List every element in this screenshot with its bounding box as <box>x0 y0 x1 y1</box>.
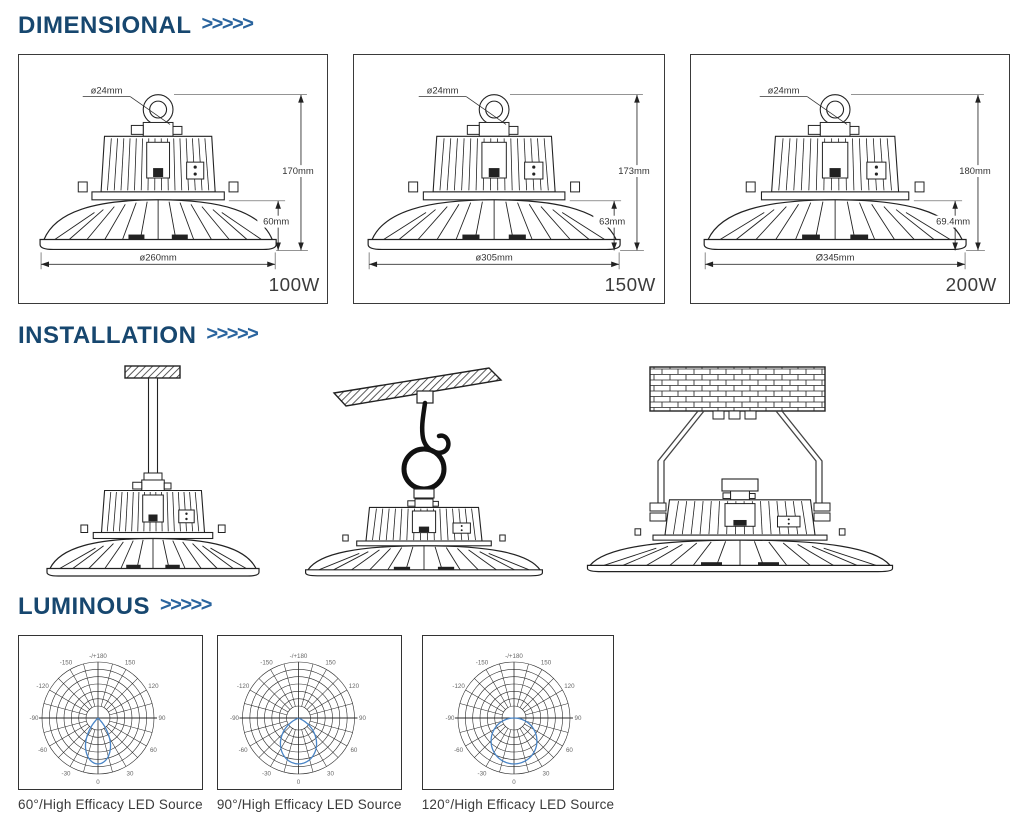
wattage-label: 200W <box>946 274 997 295</box>
installation-hook-mount-drawing <box>305 367 543 577</box>
svg-text:60: 60 <box>566 747 573 754</box>
svg-text:120: 120 <box>349 683 360 690</box>
dimensional-drawing-100w: ø24mm 170mm 60mm ø260mm 100W <box>18 53 328 304</box>
polar-diagram-box: -/+180 150 120 90 60 30 0 -30 -60 -90 -120 -150 <box>421 634 615 790</box>
dimensional-drawing-150w-svg: ø24mm 173mm 63mm ø305mm 150W <box>367 84 656 295</box>
installation-drawings-row <box>18 363 1010 583</box>
body-diameter-label: ø260mm <box>140 251 177 262</box>
polar-diagram-box: -/+180 150 120 90 60 30 0 -30 -60 -90 -120 -150 <box>18 634 203 790</box>
body-height-label: 60mm <box>263 215 289 226</box>
chevrons-icon: >>>>> <box>201 13 254 36</box>
svg-text:0: 0 <box>512 779 516 786</box>
svg-text:30: 30 <box>542 770 549 777</box>
dimensional-heading: DIMENSIONAL >>>>> <box>18 12 1010 40</box>
svg-text:-120: -120 <box>237 683 250 690</box>
installation-heading: INSTALLATION >>>>> <box>18 322 1010 350</box>
svg-text:60: 60 <box>150 747 157 754</box>
svg-text:-/+180: -/+180 <box>89 653 107 660</box>
luminous-chart-120: -/+180 150 120 90 60 30 0 -30 -60 -90 -120 -150 120… <box>421 634 615 812</box>
svg-text:-90: -90 <box>30 715 40 722</box>
svg-text:0: 0 <box>297 779 301 786</box>
dimensional-drawings-row: ø24mm 170mm 60mm ø260mm 100W ø24mm 173mm… <box>18 53 1010 304</box>
svg-text:-60: -60 <box>238 747 248 754</box>
luminous-heading: LUMINOUS >>>>> <box>18 593 1010 621</box>
ring-diameter-label: ø24mm <box>768 84 800 95</box>
ufo-fixture-drawing <box>39 93 317 269</box>
polar-caption: 120°/High Efficacy LED Source <box>421 796 615 812</box>
polar-intensity-diagram-90: -/+180 150 120 90 60 30 0 -30 -60 -90 -120 -150 <box>230 653 366 786</box>
luminous-charts-row: -/+180 150 120 90 60 30 0 -30 -60 -90 -120 -150 60°… <box>18 634 1010 812</box>
svg-text:-120: -120 <box>36 683 49 690</box>
svg-text:90: 90 <box>359 715 366 722</box>
ufo-fixture-drawing <box>367 93 653 269</box>
body-height-label: 63mm <box>599 215 625 226</box>
body-diameter-label: ø305mm <box>476 251 513 262</box>
luminous-chart-90: -/+180 150 120 90 60 30 0 -30 -60 -90 -120 -150 90°… <box>216 634 402 812</box>
wattage-label: 150W <box>605 274 656 295</box>
svg-text:30: 30 <box>127 770 134 777</box>
chevrons-icon: >>>>> <box>160 594 212 617</box>
ring-diameter-label: ø24mm <box>91 84 123 95</box>
dimensional-drawing-200w: ø24mm 180mm 69.4mm Ø345mm 200W <box>690 53 1010 304</box>
svg-text:-120: -120 <box>452 683 465 690</box>
body-diameter-label: Ø345mm <box>816 251 855 262</box>
svg-text:-30: -30 <box>477 770 487 777</box>
total-height-label: 173mm <box>618 165 650 176</box>
svg-text:120: 120 <box>148 683 159 690</box>
svg-text:-150: -150 <box>260 659 273 666</box>
installation-section: INSTALLATION >>>>> <box>18 322 1010 584</box>
polar-intensity-diagram-120: -/+180 150 120 90 60 30 0 -30 -60 -90 -120 -150 <box>445 653 581 786</box>
luminous-title: LUMINOUS <box>18 593 150 621</box>
svg-text:120: 120 <box>564 683 575 690</box>
luminous-section: LUMINOUS >>>>> -/+180 150 120 90 60 30 0 -30 -60… <box>18 593 1010 812</box>
polar-caption: 90°/High Efficacy LED Source <box>216 796 402 812</box>
led-highbay-spec-sheet: DIMENSIONAL >>>>> ø24mm 170mm 60mm ø260m… <box>18 12 1010 812</box>
svg-text:60: 60 <box>350 747 357 754</box>
dimensional-drawing-150w: ø24mm 173mm 63mm ø305mm 150W <box>353 53 665 304</box>
svg-text:150: 150 <box>325 659 336 666</box>
svg-text:-90: -90 <box>230 715 240 722</box>
svg-text:-/+180: -/+180 <box>289 653 307 660</box>
svg-text:150: 150 <box>125 659 136 666</box>
svg-text:-30: -30 <box>62 770 72 777</box>
total-height-label: 170mm <box>282 165 314 176</box>
luminous-chart-60: -/+180 150 120 90 60 30 0 -30 -60 -90 -120 -150 60°… <box>18 634 203 812</box>
svg-text:-60: -60 <box>38 747 48 754</box>
dimensional-drawing-200w-svg: ø24mm 180mm 69.4mm Ø345mm 200W <box>703 84 997 295</box>
svg-text:90: 90 <box>159 715 166 722</box>
svg-text:-60: -60 <box>454 747 464 754</box>
wattage-label: 100W <box>269 274 320 295</box>
svg-text:-150: -150 <box>475 659 488 666</box>
installation-rod-mount-drawing <box>46 365 260 577</box>
installation-bracket-mount-drawing <box>586 366 894 573</box>
svg-text:-90: -90 <box>445 715 455 722</box>
svg-text:0: 0 <box>96 779 100 786</box>
ring-diameter-label: ø24mm <box>427 84 459 95</box>
installation-title: INSTALLATION <box>18 321 197 349</box>
body-height-label: 69.4mm <box>936 215 970 226</box>
polar-intensity-diagram-60: -/+180 150 120 90 60 30 0 -30 -60 -90 -120 -150 <box>30 653 166 786</box>
dimensional-drawing-100w-svg: ø24mm 170mm 60mm ø260mm 100W <box>39 84 320 295</box>
svg-text:-30: -30 <box>262 770 272 777</box>
chevrons-icon: >>>>> <box>206 322 258 345</box>
ufo-fixture-drawing <box>703 93 994 269</box>
total-height-label: 180mm <box>959 165 991 176</box>
polar-caption: 60°/High Efficacy LED Source <box>18 796 203 812</box>
svg-text:90: 90 <box>574 715 581 722</box>
svg-text:-/+180: -/+180 <box>505 653 523 660</box>
svg-text:150: 150 <box>541 659 552 666</box>
dimensional-title: DIMENSIONAL <box>18 12 192 39</box>
dimensional-section: DIMENSIONAL >>>>> ø24mm 170mm 60mm ø260m… <box>18 12 1010 304</box>
svg-text:30: 30 <box>327 770 334 777</box>
polar-diagram-box: -/+180 150 120 90 60 30 0 -30 -60 -90 -120 -150 <box>216 634 402 790</box>
svg-text:-150: -150 <box>60 659 73 666</box>
